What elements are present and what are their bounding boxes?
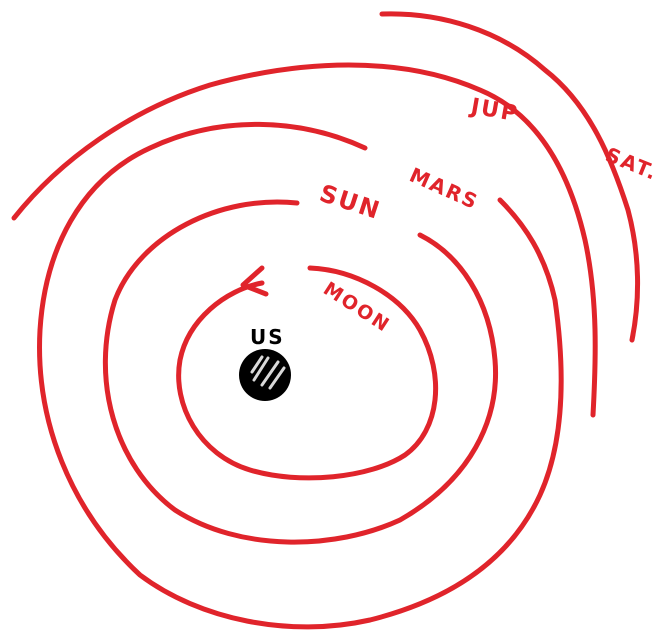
center-label: US: [250, 325, 285, 349]
earth-icon: [239, 349, 291, 401]
jupiter-label: JUP: [467, 94, 521, 127]
mars-orbit: [40, 124, 562, 627]
moon-orbit: [179, 268, 436, 478]
saturn-label: SAT.: [602, 142, 662, 185]
moon-label: MOON: [319, 278, 394, 337]
mars-label: MARS: [406, 163, 483, 215]
sun-label: SUN: [316, 179, 384, 225]
